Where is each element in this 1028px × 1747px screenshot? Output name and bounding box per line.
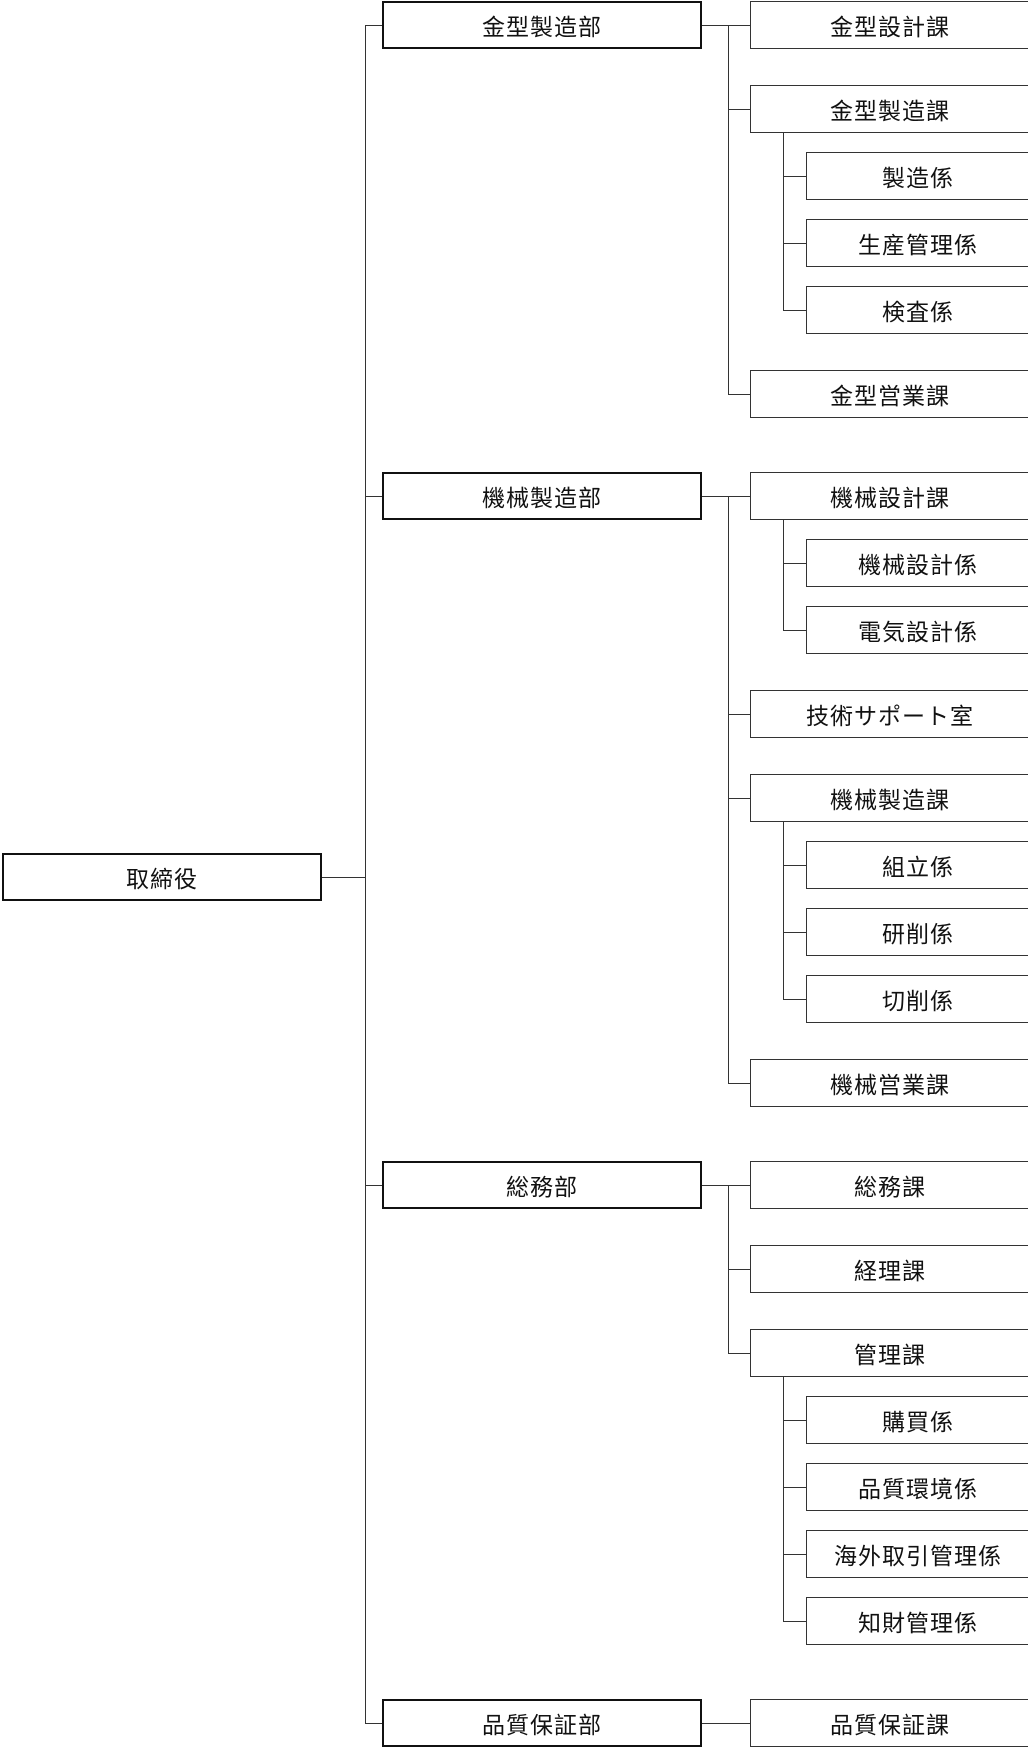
- section-connector: [728, 714, 750, 715]
- section-team-bus: [783, 822, 784, 1000]
- team-connector: [783, 310, 806, 311]
- section-connector: [728, 496, 750, 497]
- department-section-bus: [728, 496, 729, 1084]
- section-box: 技術サポート室: [750, 690, 1028, 738]
- section-box: 金型営業課: [750, 370, 1028, 418]
- section-connector: [728, 109, 750, 110]
- team-connector: [783, 932, 806, 933]
- department-box: 金型製造部: [382, 1, 702, 49]
- department-connector: [702, 1185, 728, 1186]
- section-connector: [728, 1269, 750, 1270]
- section-team-bus: [783, 1377, 784, 1622]
- department-connector: [702, 496, 728, 497]
- team-box: 機械設計係: [806, 539, 1028, 587]
- department-connector: [702, 1723, 728, 1724]
- section-box: 機械設計課: [750, 472, 1028, 520]
- trunk-department-connector: [365, 25, 382, 26]
- department-connector: [702, 25, 728, 26]
- team-connector: [783, 176, 806, 177]
- team-connector: [783, 999, 806, 1000]
- section-team-bus: [783, 133, 784, 311]
- section-box: 品質保証課: [750, 1699, 1028, 1747]
- team-box: 知財管理係: [806, 1597, 1028, 1645]
- team-box: 切削係: [806, 975, 1028, 1023]
- team-box: 生産管理係: [806, 219, 1028, 267]
- team-box: 品質環境係: [806, 1463, 1028, 1511]
- team-box: 製造係: [806, 152, 1028, 200]
- section-box: 機械製造課: [750, 774, 1028, 822]
- section-box: 金型製造課: [750, 85, 1028, 133]
- section-box: 機械営業課: [750, 1059, 1028, 1107]
- section-connector: [728, 1723, 750, 1724]
- team-box: 電気設計係: [806, 606, 1028, 654]
- team-box: 組立係: [806, 841, 1028, 889]
- team-connector: [783, 243, 806, 244]
- department-section-bus: [728, 25, 729, 395]
- section-connector: [728, 394, 750, 395]
- section-team-bus: [783, 520, 784, 631]
- department-box: 品質保証部: [382, 1699, 702, 1747]
- section-box: 管理課: [750, 1329, 1028, 1377]
- team-box: 研削係: [806, 908, 1028, 956]
- section-connector: [728, 1185, 750, 1186]
- root-trunk: [365, 25, 366, 1724]
- section-box: 経理課: [750, 1245, 1028, 1293]
- section-connector: [728, 1353, 750, 1354]
- team-connector: [783, 563, 806, 564]
- team-connector: [783, 1621, 806, 1622]
- root-box: 取締役: [2, 853, 322, 901]
- trunk-department-connector: [365, 1723, 382, 1724]
- section-box: 金型設計課: [750, 1, 1028, 49]
- team-connector: [783, 1420, 806, 1421]
- team-connector: [783, 1554, 806, 1555]
- team-connector: [783, 630, 806, 631]
- team-connector: [783, 1487, 806, 1488]
- section-connector: [728, 25, 750, 26]
- trunk-department-connector: [365, 1185, 382, 1186]
- department-section-bus: [728, 1185, 729, 1354]
- department-box: 総務部: [382, 1161, 702, 1209]
- section-connector: [728, 798, 750, 799]
- department-box: 機械製造部: [382, 472, 702, 520]
- team-box: 購買係: [806, 1396, 1028, 1444]
- trunk-department-connector: [365, 496, 382, 497]
- section-box: 総務課: [750, 1161, 1028, 1209]
- team-connector: [783, 865, 806, 866]
- root-connector: [322, 877, 365, 878]
- team-box: 検査係: [806, 286, 1028, 334]
- team-box: 海外取引管理係: [806, 1530, 1028, 1578]
- department-section-bus: [728, 1723, 729, 1724]
- section-connector: [728, 1083, 750, 1084]
